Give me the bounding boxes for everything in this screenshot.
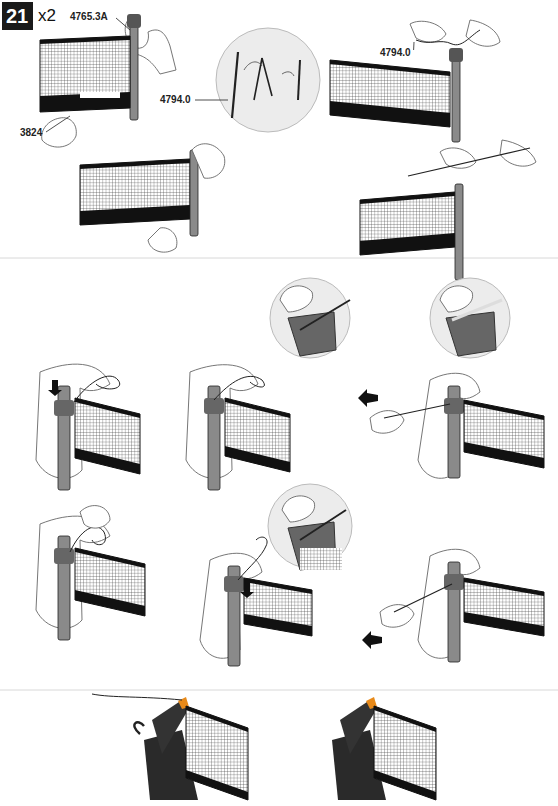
leader-line: [116, 18, 130, 30]
hand: [466, 20, 500, 46]
cord: [70, 527, 105, 552]
leader-line: [413, 42, 414, 50]
direction-arrow: [362, 631, 382, 649]
hand: [80, 506, 110, 529]
cord: [384, 404, 450, 418]
part-number: 4794.0: [380, 48, 411, 58]
direction-arrow: [240, 582, 254, 598]
hand: [148, 228, 177, 252]
part-number: 4794.0: [160, 95, 191, 105]
net: [40, 36, 130, 112]
cord: [408, 148, 530, 176]
hand: [192, 144, 225, 179]
direction-arrow: [48, 380, 62, 396]
panel-separator: [0, 258, 558, 259]
hand: [370, 411, 404, 434]
net-post: [452, 56, 460, 142]
net: [244, 578, 312, 636]
net: [464, 578, 544, 636]
post-cap: [449, 48, 463, 62]
cord: [214, 376, 264, 400]
direction-arrow: [358, 389, 378, 407]
post-head: [204, 398, 224, 414]
cord: [394, 584, 452, 612]
net-post: [130, 24, 138, 120]
net: [80, 159, 190, 225]
cord: [254, 58, 272, 100]
net: [360, 192, 455, 255]
logo: [80, 92, 120, 98]
detail-circle: [430, 278, 510, 358]
hand: [282, 496, 315, 522]
hand: [440, 286, 473, 312]
post-head: [444, 398, 464, 414]
part-number: 4765.3A: [70, 12, 108, 22]
net-post: [455, 184, 463, 280]
post-cap: [127, 14, 141, 28]
leader-line: [46, 116, 70, 132]
cord: [300, 300, 350, 330]
post-head-detail: [288, 312, 336, 356]
post-head: [444, 574, 464, 590]
leader-line: [195, 100, 228, 101]
hand: [380, 605, 414, 628]
step-number-box: 21: [2, 2, 33, 30]
cord: [232, 52, 238, 118]
cord: [92, 694, 182, 700]
net-detail: [300, 548, 342, 570]
cord: [74, 376, 120, 402]
bend-arrow: [244, 62, 294, 76]
cord: [300, 510, 346, 540]
cord: [298, 60, 300, 100]
post-head: [54, 400, 74, 416]
detail-circle: [270, 278, 350, 358]
post-head: [224, 576, 244, 592]
net: [330, 60, 450, 127]
quantity: x2: [38, 7, 56, 24]
net: [75, 398, 140, 474]
net: [225, 398, 290, 472]
net-post: [190, 150, 198, 236]
hand: [280, 286, 313, 312]
cord: [452, 300, 502, 320]
hand: [42, 118, 77, 147]
cord: [416, 30, 480, 45]
cord: [238, 537, 267, 580]
detail-circle: [216, 28, 320, 132]
hand: [410, 21, 446, 42]
part-number: 3824: [20, 128, 42, 138]
hand: [440, 148, 476, 168]
cord: [134, 722, 144, 734]
net: [464, 400, 544, 468]
net: [75, 548, 145, 616]
panel-separator: [0, 690, 558, 691]
net: [186, 706, 248, 800]
step-number: 21: [6, 6, 29, 26]
net: [374, 706, 436, 800]
